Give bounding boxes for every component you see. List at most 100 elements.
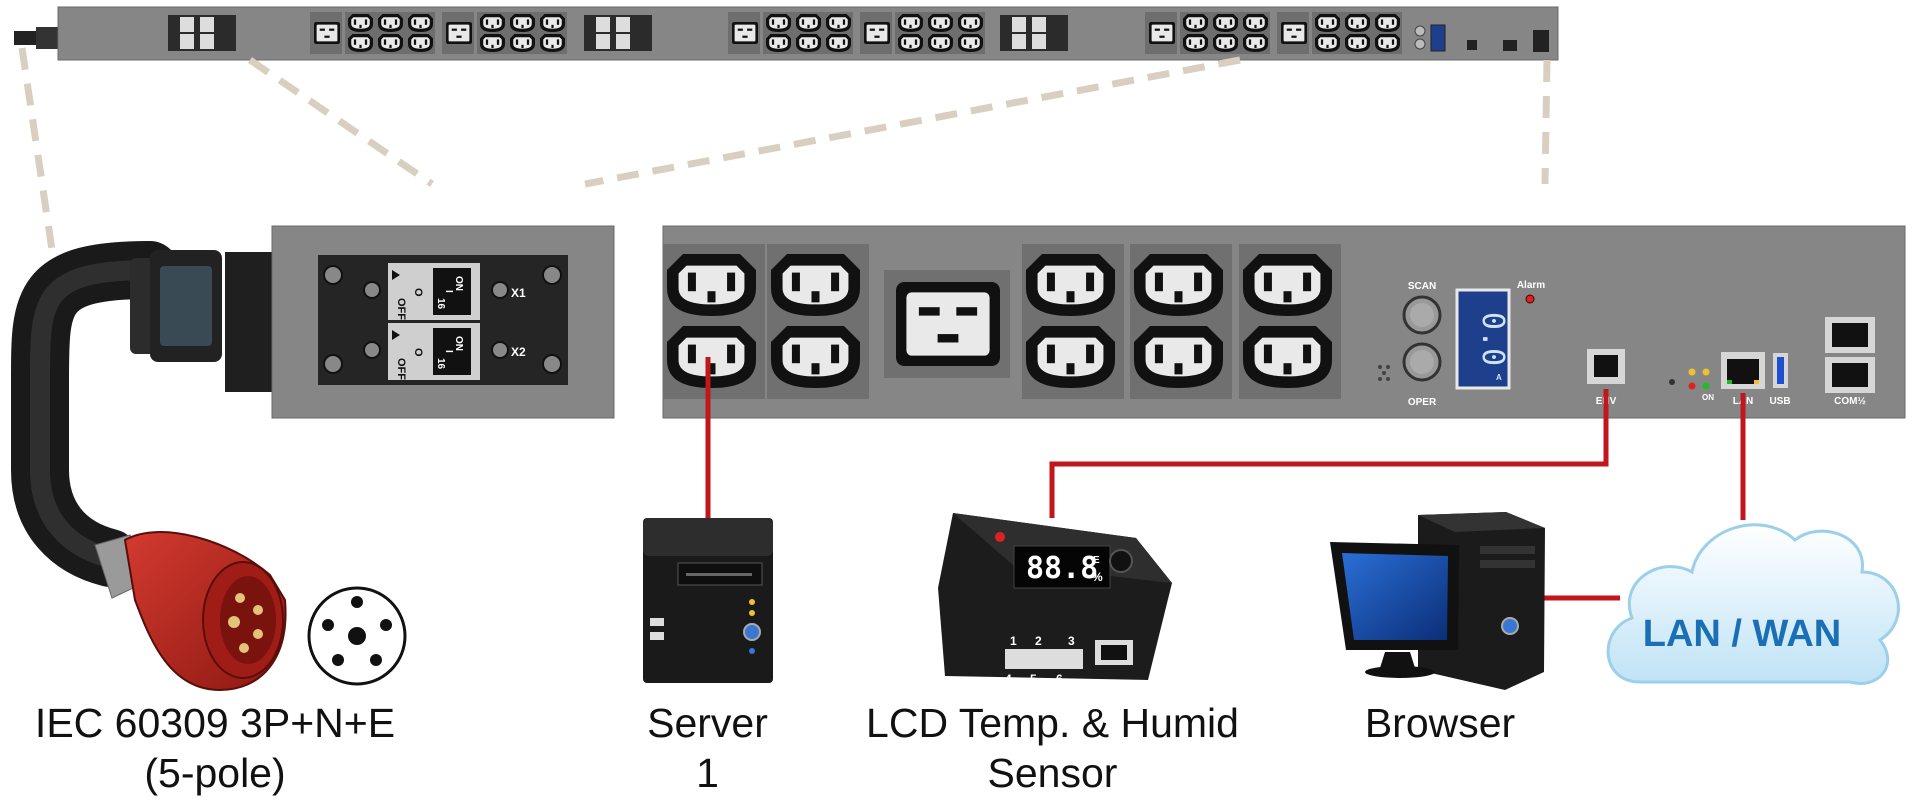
strip-c13-outlet[interactable] bbox=[898, 14, 923, 32]
com-label: COM½ bbox=[1834, 396, 1866, 407]
oper-button[interactable] bbox=[1402, 342, 1442, 382]
strip-c13-outlet[interactable] bbox=[1243, 34, 1268, 52]
breaker-x2-rating: 16 bbox=[435, 358, 446, 370]
strip-c13-outlet[interactable] bbox=[766, 34, 791, 52]
strip-c13-outlet[interactable] bbox=[1345, 34, 1370, 52]
strip-c13-outlet[interactable] bbox=[540, 14, 565, 32]
breaker-x2-on-label: ON bbox=[453, 336, 464, 351]
scan-button[interactable] bbox=[1402, 295, 1442, 335]
sensor-display-unit-pct: % bbox=[1092, 570, 1103, 584]
strip-c13-outlet[interactable] bbox=[796, 34, 821, 52]
strip-c13-outlet[interactable] bbox=[1183, 14, 1208, 32]
com-port-2[interactable] bbox=[1825, 357, 1875, 393]
cable-sensor bbox=[1049, 389, 1609, 518]
sensor-port-5-label: 5 bbox=[1030, 672, 1037, 686]
breaker-panel: OFF O OFF O ON I 16 ON I 16 X1 X2 bbox=[271, 225, 615, 419]
strip-c13-outlet[interactable] bbox=[766, 14, 791, 32]
lan-wan-cloud-icon: LAN / WAN bbox=[1606, 523, 1900, 685]
strip-c19-outlet[interactable] bbox=[864, 22, 890, 44]
strip-c13-outlet[interactable] bbox=[408, 14, 433, 32]
strip-c13-outlet[interactable] bbox=[348, 14, 373, 32]
strip-c13-outlet[interactable] bbox=[898, 34, 923, 52]
breaker-x1-i-label: I bbox=[443, 290, 454, 293]
strip-c13-outlet[interactable] bbox=[510, 34, 535, 52]
breaker-x1[interactable] bbox=[388, 263, 480, 320]
browser-label: Browser bbox=[1364, 700, 1516, 746]
sensor-display-unit-e: E bbox=[1093, 555, 1100, 566]
strip-breaker-2 bbox=[584, 15, 652, 51]
breaker-x1-label: X1 bbox=[511, 286, 526, 300]
strip-c19-outlet[interactable] bbox=[1149, 22, 1175, 44]
breaker-x1-off-label: OFF bbox=[395, 298, 407, 320]
c13-outlet[interactable] bbox=[771, 326, 860, 388]
strip-c13-outlet[interactable] bbox=[1375, 14, 1400, 32]
scan-label: SCAN bbox=[1408, 281, 1436, 292]
c13-outlet[interactable] bbox=[1026, 254, 1115, 316]
strip-c13-outlet[interactable] bbox=[480, 34, 505, 52]
c13-outlet[interactable] bbox=[1026, 326, 1115, 388]
c13-outlet[interactable] bbox=[1243, 326, 1332, 388]
usb-label: USB bbox=[1769, 396, 1790, 407]
breaker-x1-o-label: O bbox=[412, 288, 424, 297]
strip-c13-outlet[interactable] bbox=[928, 34, 953, 52]
breaker-x2-o-label: O bbox=[412, 348, 424, 357]
strip-c13-outlet[interactable] bbox=[378, 34, 403, 52]
com-port-1[interactable] bbox=[1825, 317, 1875, 353]
zoom-line-plug bbox=[18, 47, 56, 251]
c13-outlet[interactable] bbox=[1243, 254, 1332, 316]
strip-c19-outlet[interactable] bbox=[732, 22, 758, 44]
strip-c13-outlet[interactable] bbox=[1183, 34, 1208, 52]
strip-c13-outlet[interactable] bbox=[958, 14, 983, 32]
strip-c13-outlet[interactable] bbox=[540, 34, 565, 52]
strip-end-connector bbox=[14, 31, 36, 45]
sensor-port-3-label: 3 bbox=[1068, 634, 1075, 648]
current-display: 0.0 A bbox=[1455, 288, 1511, 390]
strip-control-area bbox=[1414, 24, 1549, 52]
strip-c13-outlet[interactable] bbox=[826, 34, 851, 52]
strip-c13-outlet[interactable] bbox=[958, 34, 983, 52]
strip-c19-outlet[interactable] bbox=[314, 22, 340, 44]
alarm-led-icon bbox=[1525, 294, 1535, 304]
strip-c13-outlet[interactable] bbox=[1375, 34, 1400, 52]
strip-c13-outlet[interactable] bbox=[1315, 34, 1340, 52]
c19-outlet[interactable] bbox=[896, 282, 1000, 366]
strip-c13-outlet[interactable] bbox=[1213, 14, 1238, 32]
zoom-line-panel-left bbox=[584, 56, 1241, 188]
server-icon bbox=[643, 518, 773, 683]
temp-humid-sensor-icon: 88.8 E % 1 2 3 4 5 6 bbox=[938, 513, 1172, 686]
strip-c13-outlet[interactable] bbox=[796, 14, 821, 32]
strip-c13-outlet[interactable] bbox=[1213, 34, 1238, 52]
lan-port[interactable] bbox=[1721, 352, 1765, 389]
strip-c13-outlet[interactable] bbox=[348, 34, 373, 52]
c13-outlet[interactable] bbox=[667, 326, 756, 388]
strip-c19-outlet[interactable] bbox=[446, 22, 472, 44]
connection-cables bbox=[705, 357, 1746, 601]
sensor-port-2-label: 2 bbox=[1035, 634, 1042, 648]
c13-outlet[interactable] bbox=[1134, 254, 1223, 316]
cloud-label: LAN / WAN bbox=[1643, 613, 1841, 655]
c13-outlet[interactable] bbox=[1134, 326, 1223, 388]
sensor-display-digits: 88.8 bbox=[1026, 551, 1098, 586]
plug-pinout-icon bbox=[307, 586, 407, 686]
env-port[interactable] bbox=[1587, 349, 1625, 384]
strip-c13-outlet[interactable] bbox=[1345, 14, 1370, 32]
strip-c13-outlet[interactable] bbox=[510, 14, 535, 32]
strip-c13-outlet[interactable] bbox=[408, 34, 433, 52]
strip-c13-outlet[interactable] bbox=[826, 14, 851, 32]
strip-breaker-3 bbox=[1000, 15, 1068, 51]
strip-c13-outlet[interactable] bbox=[1315, 14, 1340, 32]
strip-breaker-1 bbox=[168, 15, 236, 51]
zoom-line-panel-right bbox=[1541, 59, 1551, 185]
strip-c13-outlet[interactable] bbox=[1243, 14, 1268, 32]
c13-outlet[interactable] bbox=[771, 254, 860, 316]
usb-port[interactable] bbox=[1773, 353, 1788, 388]
breaker-x2[interactable] bbox=[388, 323, 480, 380]
server-label: Server 1 bbox=[647, 700, 768, 796]
strip-c13-outlet[interactable] bbox=[480, 14, 505, 32]
c13-outlet[interactable] bbox=[667, 254, 756, 316]
strip-c13-outlet[interactable] bbox=[378, 14, 403, 32]
strip-c13-outlet[interactable] bbox=[928, 14, 953, 32]
full-pdu-strip bbox=[14, 6, 1559, 61]
strip-c19-outlet[interactable] bbox=[1281, 22, 1307, 44]
status-led-yellow-icon bbox=[1688, 368, 1696, 376]
